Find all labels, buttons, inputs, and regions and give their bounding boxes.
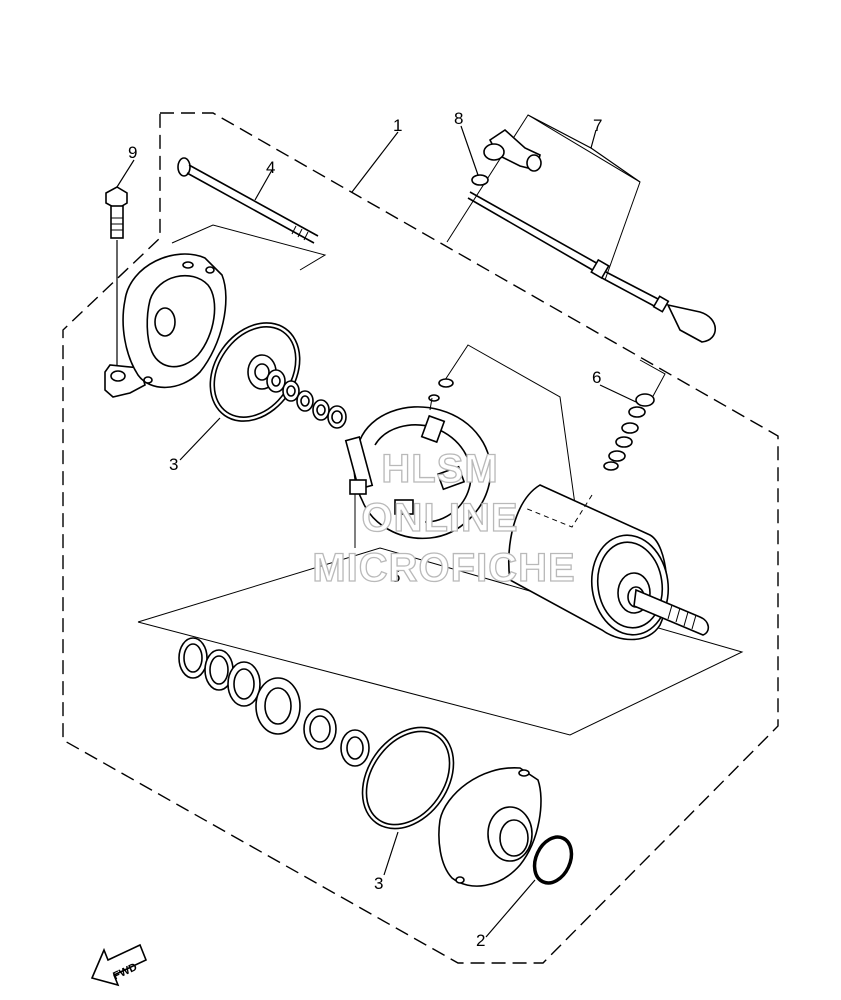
callout-leader-lines xyxy=(116,114,641,938)
callout-3-lower: 3 xyxy=(374,874,383,893)
front-cover xyxy=(438,767,542,887)
through-bolt-part-4 xyxy=(177,157,319,244)
watermark: HLSM ONLINE MICROFICHE xyxy=(312,446,576,590)
fwd-arrow-icon: FWD xyxy=(90,943,148,987)
bolt-part-9 xyxy=(105,186,128,365)
front-seals-and-washers xyxy=(178,637,370,767)
washers-part-6 xyxy=(603,393,655,471)
callout-labels: 1 2 3 3 4 5 6 7 8 9 xyxy=(128,109,602,950)
group-bracket-front xyxy=(137,547,744,736)
callout-4: 4 xyxy=(266,158,275,177)
o-ring-part-3-lower xyxy=(361,726,455,830)
callout-6: 6 xyxy=(592,368,601,387)
callout-8: 8 xyxy=(454,109,463,128)
group-bracket-brush-holder xyxy=(354,344,579,548)
callout-3-upper: 3 xyxy=(169,455,178,474)
watermark-line-2: ONLINE xyxy=(361,496,518,540)
callout-9: 9 xyxy=(128,143,137,162)
assembly-boundary xyxy=(62,112,779,964)
callout-7: 7 xyxy=(593,116,602,135)
o-ring-part-2 xyxy=(532,835,574,885)
rear-cover xyxy=(104,253,227,398)
brush-holder-part-5 xyxy=(344,378,492,540)
watermark-line-1: HLSM xyxy=(381,447,498,491)
armature-yoke xyxy=(507,484,710,641)
group-bracket-lead xyxy=(446,114,641,281)
lead-part-7 xyxy=(467,128,717,343)
callout-1: 1 xyxy=(393,116,402,135)
callout-5: 5 xyxy=(391,567,400,586)
group-bracket-rear-cover xyxy=(171,224,327,271)
callout-2: 2 xyxy=(476,931,485,950)
watermark-line-3: MICROFICHE xyxy=(312,546,575,590)
bushing-and-washers-upper xyxy=(247,354,347,429)
group-bracket-washers xyxy=(639,359,666,399)
